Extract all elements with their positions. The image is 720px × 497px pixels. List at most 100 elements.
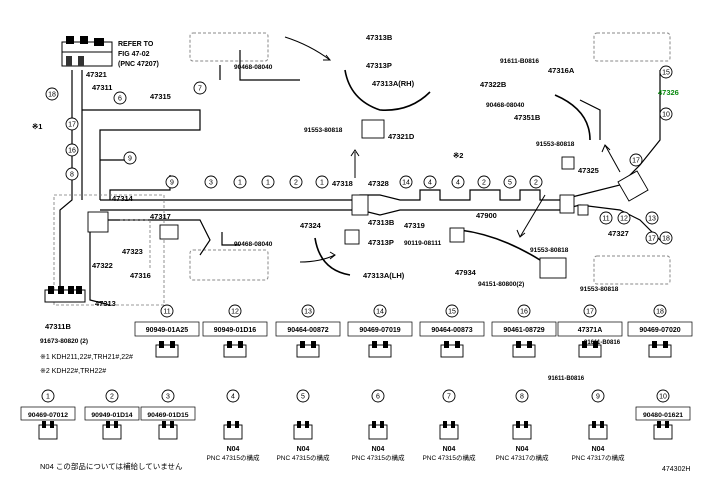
svg-text:8: 8	[520, 394, 524, 401]
callout-labels: 47321 47311 47315 47314 47317 47323 4732…	[32, 33, 679, 345]
callout-47316a: 47316A	[548, 66, 575, 75]
callout-90468-right: 90468-08040	[486, 102, 525, 109]
callout-47323: 47323	[122, 247, 143, 256]
clip-part-icon	[155, 341, 179, 358]
row1-part-number: 90464-00873	[431, 327, 472, 334]
pipe-ref-circle: 1	[261, 175, 275, 189]
svg-text:8: 8	[70, 172, 74, 179]
model-notes: ※1 KDH211,22#,TRH21#,22# ※2 KDH22#,TRH22…	[40, 354, 133, 375]
refer-note-line3: (PNC 47207)	[118, 61, 159, 68]
pnc-label: PNC 47317の構成	[571, 453, 625, 462]
row2-ref-circle: 9	[591, 389, 605, 403]
callout-91673: 91673-80820 (2)	[40, 338, 88, 345]
svg-text:15: 15	[662, 70, 670, 77]
callout-47325: 47325	[578, 166, 599, 175]
row1-part-number: 90469-07019	[359, 327, 400, 334]
svg-text:12: 12	[620, 216, 628, 223]
callout-47351b: 47351B	[514, 113, 541, 122]
callout-47316: 47316	[130, 271, 151, 280]
callout-47314: 47314	[112, 194, 134, 203]
pipe-ref-circle: 5	[503, 175, 517, 189]
svg-text:13: 13	[648, 216, 656, 223]
svg-text:14: 14	[376, 309, 384, 316]
flex-hoses	[314, 69, 591, 276]
pipe-ref-circle: 12	[617, 211, 631, 225]
row1-ref-circle: 15	[445, 304, 459, 318]
pnc-label: PNC 47315の構成	[206, 453, 260, 462]
callout-47313b-top: 47313B	[366, 33, 393, 42]
row1-ref-circle: 11	[160, 304, 174, 318]
svg-text:2: 2	[534, 180, 538, 187]
n04-label: N04	[372, 446, 385, 453]
svg-text:6: 6	[118, 96, 122, 103]
clip-part-icon	[588, 421, 608, 440]
pnc-label: PNC 47315の構成	[276, 453, 330, 462]
pnc-label: PNC 47317の構成	[495, 453, 549, 462]
svg-text:2: 2	[294, 180, 298, 187]
callout-47318: 47318	[332, 179, 353, 188]
svg-text:16: 16	[68, 148, 76, 155]
pipe-ref-circle: 9	[123, 151, 137, 165]
callout-90468-top: 90468-08040	[234, 64, 273, 71]
clip-part-icon	[223, 421, 243, 440]
pipe-ref-circle: 7	[193, 81, 207, 95]
row1-part-number: 90469-07020	[639, 327, 680, 334]
star-note-2: ※2	[453, 151, 463, 160]
clip-part-icon	[293, 421, 313, 440]
row1-part-number: 47371A	[578, 327, 603, 334]
footnote: N04 この部品については補給していません	[40, 461, 183, 471]
clip-part-icon	[512, 421, 532, 440]
pipe-ref-circle: 4	[451, 175, 465, 189]
clip-part-icon	[578, 341, 602, 358]
row2-part-number: 90469-01D15	[147, 412, 188, 419]
pipe-ref-circle: 4	[423, 175, 437, 189]
row1-ref-circle: 16	[517, 304, 531, 318]
svg-text:5: 5	[301, 394, 305, 401]
callout-47321d: 47321D	[388, 132, 415, 141]
callout-91553-a: 91553-80818	[304, 127, 343, 134]
clip-part-icon	[158, 421, 178, 440]
svg-text:18: 18	[48, 92, 56, 99]
svg-text:3: 3	[166, 394, 170, 401]
figure-id: 474302H	[662, 466, 690, 473]
pipe-ref-circle: 1	[233, 175, 247, 189]
master-cylinder-icon	[61, 36, 113, 67]
svg-text:1: 1	[46, 394, 50, 401]
row2-ref-circle: 4	[226, 389, 240, 403]
row2-ref-circle: 3	[161, 389, 175, 403]
svg-text:1: 1	[266, 180, 270, 187]
row2-ref-circle: 1	[41, 389, 55, 403]
row1-ref-circle: 14	[373, 304, 387, 318]
callout-47327: 47327	[608, 229, 629, 238]
direction-arrows	[284, 36, 621, 263]
note-1: ※1 KDH211,22#,TRH21#,22#	[40, 354, 133, 361]
svg-text:9: 9	[596, 394, 600, 401]
svg-text:17: 17	[68, 122, 76, 129]
svg-text:15: 15	[448, 309, 456, 316]
clip-part-icon	[102, 421, 122, 440]
callout-91553-b: 91553-80818	[530, 247, 569, 254]
pipe-ref-circle: 18	[45, 87, 59, 101]
svg-text:16: 16	[520, 309, 528, 316]
pipe-ref-circle: 11	[599, 211, 613, 225]
row2-ref-circle: 5	[296, 389, 310, 403]
row1-part-number: 90949-01D16	[214, 327, 257, 334]
callout-47311: 47311	[92, 83, 112, 92]
pipe-ref-circle: 1	[315, 175, 329, 189]
svg-text:9: 9	[170, 180, 174, 187]
callout-47322b: 47322B	[480, 80, 507, 89]
pipe-ref-circle: 8	[65, 167, 79, 181]
svg-text:9: 9	[128, 156, 132, 163]
note-2: ※2 KDH22#,TRH22#	[40, 368, 106, 375]
row2-ref-circle: 7	[442, 389, 456, 403]
callout-47319: 47319	[404, 221, 425, 230]
callout-47934: 47934	[455, 268, 477, 277]
clip-part-icon	[38, 421, 58, 440]
clip-part-icon	[648, 341, 672, 358]
callout-47313b-low: 47313B	[368, 218, 395, 227]
refer-note-line2: FIG 47-02	[118, 51, 150, 58]
callout-47313: 47313	[95, 299, 116, 308]
row1-ref-circle: 18	[653, 304, 667, 318]
